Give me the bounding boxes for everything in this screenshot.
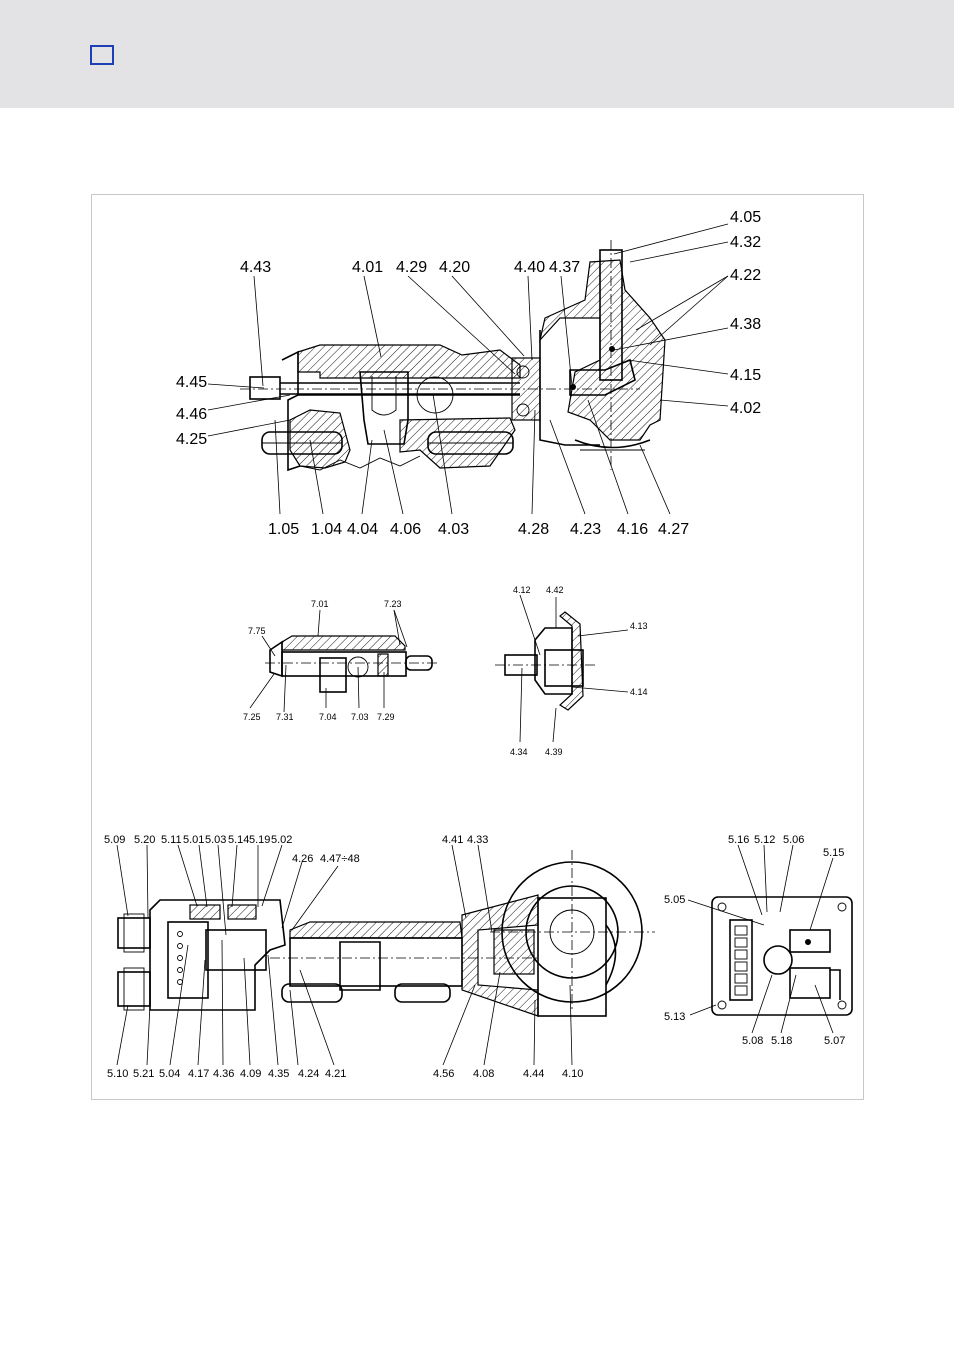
label-1-04: 1.04 [311,521,342,538]
label-4-25: 4.25 [176,431,207,448]
label-4-08: 4.08 [473,1068,494,1080]
drawing-frame [91,194,864,1100]
main-labels: 4.05 4.32 4.43 4.01 4.29 4.20 4.40 4.37 … [176,209,761,538]
label-5-08: 5.08 [742,1035,763,1047]
detail-b-labels: 4.12 4.42 4.13 4.14 4.34 4.39 [510,585,648,757]
label-5-14: 5.14 [228,834,249,846]
leader-lines [116,223,834,1066]
label-4-45: 4.45 [176,374,207,391]
label-7-75: 7.75 [248,626,266,636]
label-7-25: 7.25 [243,712,261,722]
label-4-44: 4.44 [523,1068,544,1080]
label-4-56: 4.56 [433,1068,454,1080]
label-1-05: 1.05 [268,521,299,538]
label-7-31: 7.31 [276,712,294,722]
label-4-17: 4.17 [188,1068,209,1080]
label-4-24: 4.24 [298,1068,319,1080]
label-4-37: 4.37 [549,259,580,276]
label-4-29: 4.29 [396,259,427,276]
label-5-01: 5.01 [183,834,204,846]
bottom-section-drawing [117,850,853,1017]
label-4-36: 4.36 [213,1068,234,1080]
main-section-drawing [240,240,666,472]
detail-a-labels: 7.01 7.23 7.75 7.25 7.31 7.04 7.03 7.29 [243,599,402,722]
label-4-32: 4.32 [730,234,761,251]
label-5-12: 5.12 [754,834,775,846]
label-4-03: 4.03 [438,521,469,538]
label-4-23: 4.23 [570,521,601,538]
label-4-21: 4.21 [325,1068,346,1080]
detail-a-drawing [265,635,440,693]
label-4-06: 4.06 [390,521,421,538]
label-4-12: 4.12 [513,585,531,595]
label-5-07: 5.07 [824,1035,845,1047]
label-4-34: 4.34 [510,747,528,757]
label-4-40: 4.40 [514,259,545,276]
label-5-21: 5.21 [133,1068,154,1080]
label-4-04: 4.04 [347,521,378,538]
label-5-06: 5.06 [783,834,804,846]
header-marker-box [90,45,114,65]
label-4-02: 4.02 [730,400,761,417]
label-7-03: 7.03 [351,712,369,722]
label-4-14: 4.14 [630,687,648,697]
label-4-09: 4.09 [240,1068,261,1080]
label-4-22: 4.22 [730,267,761,284]
label-4-46: 4.46 [176,406,207,423]
label-4-16: 4.16 [617,521,648,538]
label-4-01: 4.01 [352,259,383,276]
label-5-16: 5.16 [728,834,749,846]
label-4-43: 4.43 [240,259,271,276]
label-4-42: 4.42 [546,585,564,595]
label-4-39: 4.39 [545,747,563,757]
label-4-27: 4.27 [658,521,689,538]
label-5-03: 5.03 [205,834,226,846]
label-5-20: 5.20 [134,834,155,846]
box-labels: 5.16 5.12 5.06 5.15 5.05 5.13 5.08 5.18 … [664,834,845,1047]
label-4-35: 4.35 [268,1068,289,1080]
label-7-04: 7.04 [319,712,337,722]
label-4-38: 4.38 [730,316,761,333]
label-4-05: 4.05 [730,209,761,226]
label-5-18: 5.18 [771,1035,792,1047]
label-4-10: 4.10 [562,1068,583,1080]
bottom-labels: 5.09 5.20 5.11 5.01 5.03 5.14 5.19 5.02 … [104,834,583,1080]
label-5-09: 5.09 [104,834,125,846]
label-4-20: 4.20 [439,259,470,276]
label-5-05: 5.05 [664,894,685,906]
label-7-29: 7.29 [377,712,395,722]
label-5-19: 5.19 [249,834,270,846]
label-4-15: 4.15 [730,367,761,384]
label-4-33: 4.33 [467,834,488,846]
label-5-10: 5.10 [107,1068,128,1080]
label-5-04: 5.04 [159,1068,180,1080]
label-5-11: 5.11 [161,834,182,846]
detail-b-drawing [495,611,595,711]
label-4-41: 4.41 [442,834,463,846]
label-5-15: 5.15 [823,847,844,859]
page-header-band [0,0,954,108]
label-5-13: 5.13 [664,1011,685,1023]
label-7-23: 7.23 [384,599,402,609]
label-4-26: 4.26 [292,853,313,865]
label-4-47-48: 4.47÷48 [320,853,360,865]
label-5-02: 5.02 [271,834,292,846]
label-4-28: 4.28 [518,521,549,538]
label-4-13: 4.13 [630,621,648,631]
label-7-01: 7.01 [311,599,329,609]
